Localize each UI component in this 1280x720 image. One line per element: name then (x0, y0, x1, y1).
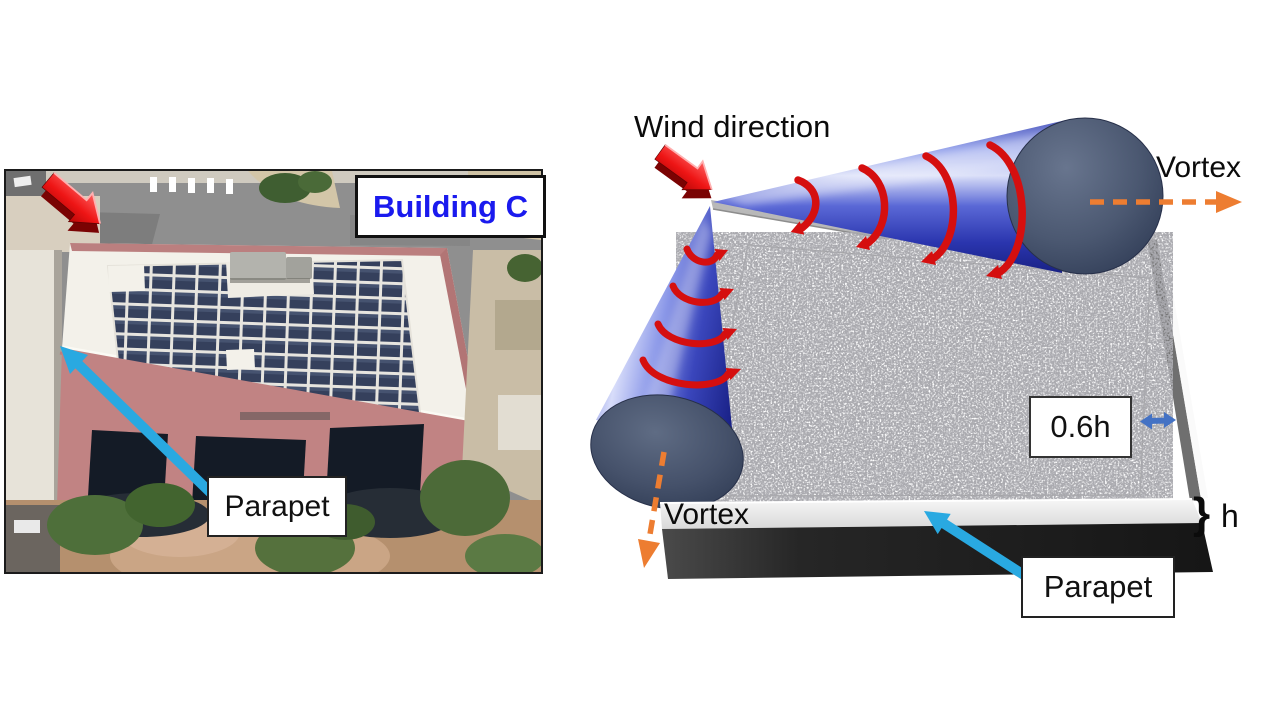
vortex-axis-arrow-side (638, 451, 667, 568)
parapet-label-left-box: Parapet (207, 476, 347, 537)
parapet-label-right: Parapet (1043, 569, 1153, 604)
vortex-spiral-arrows-top (794, 141, 1026, 276)
vortex-label-top: Vortex (1156, 151, 1242, 184)
wind-direction-arrow-icon-diagram (654, 144, 713, 199)
roof-edge-strip (1147, 239, 1201, 501)
top-vortex-cone (713, 117, 1164, 279)
vortex-spiral-heads-top (790, 221, 1002, 279)
hvac-unit (230, 252, 312, 283)
parapet-leader-arrow-right-icon (924, 511, 1033, 584)
wind-direction-label: Wind direction (634, 109, 831, 144)
building-c-label: Building C (373, 188, 528, 224)
granite-roof-membrane (698, 244, 1151, 497)
parapet-leader-arrow-icon (60, 346, 220, 502)
vortex-spiral-arrows-side (639, 245, 732, 389)
wind-direction-arrow-icon (40, 172, 101, 233)
parapet-label-right-box: Parapet (1021, 556, 1175, 618)
roof-gap-label: 0.6h (1050, 409, 1111, 444)
parapet-height-label: h (1221, 498, 1239, 534)
side-lot (462, 250, 541, 505)
parapet-height-brace: } (1193, 489, 1211, 538)
building-c-label-box: Building C (355, 175, 546, 238)
roof-gap-label-box: 0.6h (1029, 396, 1132, 458)
vortex-label-side: Vortex (664, 498, 750, 531)
gap-double-arrow-icon (1140, 412, 1176, 430)
parapet-label-left: Parapet (224, 489, 330, 523)
vortex-axis-arrow-top (1090, 191, 1242, 213)
side-vortex-cone (590, 206, 744, 510)
vortex-spiral-heads-side (714, 249, 741, 380)
